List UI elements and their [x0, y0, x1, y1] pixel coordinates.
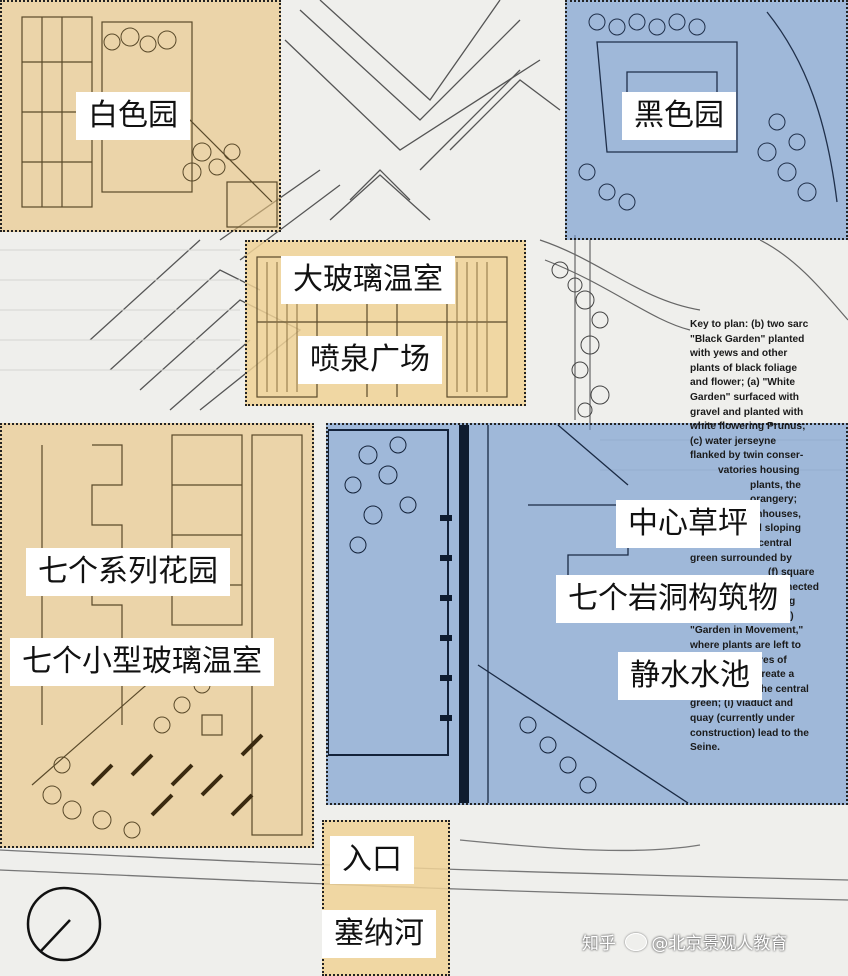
serial-gardens-drawing [31, 434, 303, 839]
black-garden-drawing [578, 11, 838, 211]
key-line: with yews and other [690, 348, 788, 360]
entrance-label: 入口 [330, 836, 414, 884]
serial-gardens-label: 七个系列花园 [26, 548, 230, 596]
key-line: quay (currently under [690, 713, 795, 725]
key-line: vatories housing [718, 464, 800, 476]
seine-label: 塞纳河 [322, 910, 436, 958]
key-line: connected [768, 581, 819, 593]
watermark-site: 知乎 [582, 934, 616, 954]
watermark: 知乎 @北京景观人教育 [582, 929, 787, 954]
watermark-account: @北京景观人教育 [651, 934, 788, 954]
black-garden-label: 黑色园 [622, 92, 736, 140]
tree-clusters [551, 261, 610, 418]
central-lawn-label: 中心草坪 [616, 500, 760, 548]
white-garden-drawing [21, 16, 278, 228]
big-greenhouse-label: 大玻璃温室 [281, 256, 455, 304]
wechat-icon [625, 933, 648, 951]
plan-key-text: Key to plan: (b) two sarc "Black Garden"… [690, 318, 844, 756]
key-line: "Garden in Movement," [690, 625, 804, 637]
north-arrow-icon [26, 886, 102, 962]
key-line: (f) square [768, 567, 815, 579]
black-garden-zone [565, 0, 848, 240]
still-pool-label: 静水水池 [618, 652, 762, 700]
right-paths [539, 235, 848, 430]
key-line: green; (i) viaduct and [690, 698, 794, 710]
grotto-structures-label: 七个岩洞构筑物 [556, 575, 790, 623]
key-line: "Black Garden" planted [690, 333, 805, 345]
key-line: white flowering Prunus; [690, 421, 806, 433]
key-line: plants of black foliage [690, 362, 797, 374]
key-line: flanked by twin conser- [690, 450, 804, 462]
white-garden-label: 白色园 [76, 92, 190, 140]
key-line: construction) lead to the [690, 727, 809, 739]
diagonal-buildings [89, 0, 561, 411]
key-line: Garden" surfaced with [690, 391, 799, 403]
key-line: and flower; (a) "White [690, 377, 796, 389]
key-line: where plants are left to [690, 640, 801, 652]
key-line: plants, the [750, 479, 801, 491]
fountain-plaza-label: 喷泉广场 [298, 336, 442, 384]
key-line: Seine. [690, 742, 721, 754]
serial-gardens-zone [0, 423, 314, 848]
key-line: Key to plan: (b) two sarc [690, 319, 809, 330]
key-line: green surrounded by [690, 552, 792, 564]
key-line: orangery; [750, 494, 797, 506]
small-greenhouses-label: 七个小型玻璃温室 [10, 638, 274, 686]
central-lawn-drawing [328, 425, 689, 803]
key-line: (c) water jerseyne [690, 435, 777, 447]
key-line: gravel and planted with [690, 406, 804, 418]
